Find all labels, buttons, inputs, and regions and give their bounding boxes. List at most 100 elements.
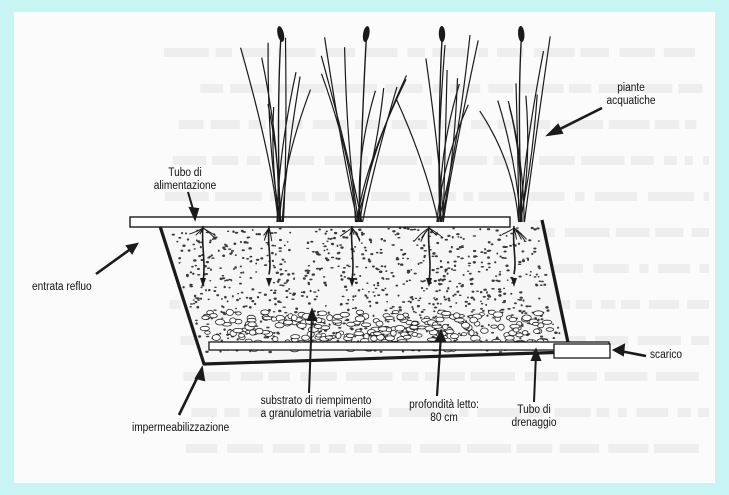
grain <box>255 262 257 264</box>
grain <box>487 228 490 230</box>
gravel-stone <box>451 334 459 339</box>
grain <box>273 311 276 312</box>
grain <box>337 265 340 267</box>
grain <box>522 299 524 301</box>
grain <box>412 308 414 311</box>
grain <box>242 257 245 259</box>
bleed-word <box>639 264 648 273</box>
grain <box>444 299 447 301</box>
grain <box>507 279 509 281</box>
grain <box>323 282 326 284</box>
gravel-stone <box>376 321 383 326</box>
grain <box>488 267 491 269</box>
bleed-word <box>575 192 584 201</box>
bleed-word <box>654 444 699 453</box>
bleed-word <box>402 372 418 381</box>
grain <box>205 351 209 353</box>
label-bed-depth: profondità letto: 80 cm <box>400 399 488 425</box>
grain <box>438 283 440 285</box>
grain <box>420 317 422 319</box>
grain <box>503 288 505 290</box>
grain <box>440 303 442 305</box>
grain <box>366 282 368 284</box>
arrowhead-outlet <box>614 345 624 355</box>
grain <box>176 241 178 243</box>
grain <box>269 299 272 301</box>
grain <box>222 275 225 277</box>
gravel-stone <box>249 330 256 335</box>
bleed-word <box>560 444 600 453</box>
bleed-word <box>179 120 204 129</box>
grain <box>376 252 379 254</box>
grain <box>345 289 347 291</box>
grain <box>403 283 406 285</box>
bleed-word <box>247 156 261 165</box>
grain <box>345 303 348 305</box>
grain <box>533 251 536 253</box>
gravel-stone <box>432 325 442 328</box>
bleed-word <box>268 372 290 381</box>
grain <box>473 261 476 264</box>
grain <box>233 268 236 270</box>
grain <box>393 319 395 321</box>
grain <box>411 296 413 298</box>
grain <box>538 240 540 242</box>
grain <box>206 261 209 263</box>
grain <box>306 295 308 298</box>
grain <box>472 291 475 293</box>
grain <box>443 278 446 280</box>
grain <box>385 294 388 296</box>
grain <box>481 266 485 268</box>
bleed-word <box>698 408 709 417</box>
bleed-word <box>704 192 709 201</box>
gravel-stone <box>230 318 236 323</box>
grain <box>198 255 201 257</box>
grain <box>247 237 250 239</box>
bleed-word <box>529 192 565 201</box>
grain <box>483 296 486 298</box>
grain <box>224 280 226 282</box>
grain <box>499 310 501 312</box>
grain <box>243 306 246 308</box>
grain <box>256 259 259 261</box>
grain <box>268 351 272 353</box>
grain <box>399 309 402 311</box>
grain <box>382 289 385 291</box>
grain <box>256 233 258 235</box>
grain <box>543 284 546 286</box>
grain <box>198 241 200 243</box>
grain <box>469 273 472 275</box>
grain <box>280 273 282 275</box>
bleed-word <box>597 408 610 417</box>
bleed-word <box>498 120 520 129</box>
grain <box>294 311 297 313</box>
grain <box>436 298 438 301</box>
gravel-stone <box>509 317 517 321</box>
grain <box>417 229 420 231</box>
grain <box>419 262 423 264</box>
bleed-word <box>425 372 465 381</box>
gravel-stone <box>498 324 504 330</box>
grain <box>539 280 541 282</box>
grain <box>432 316 435 318</box>
grain <box>240 241 242 243</box>
grain <box>503 300 506 302</box>
grain <box>250 260 252 262</box>
grain <box>327 238 329 240</box>
grain <box>282 307 285 308</box>
label-bed-depth-line1: profondità letto: <box>400 399 488 412</box>
gravel-stone <box>491 325 498 328</box>
gravel-stone <box>226 309 233 315</box>
grain <box>340 275 342 277</box>
grain <box>438 289 441 291</box>
bleed-word <box>191 408 216 417</box>
grain <box>411 306 413 308</box>
grain <box>481 325 484 327</box>
grain <box>494 298 496 301</box>
grain <box>553 337 556 339</box>
grain <box>350 328 353 331</box>
grain <box>518 264 522 266</box>
grain <box>407 301 410 303</box>
grain <box>279 239 282 241</box>
bleed-word <box>519 84 563 93</box>
